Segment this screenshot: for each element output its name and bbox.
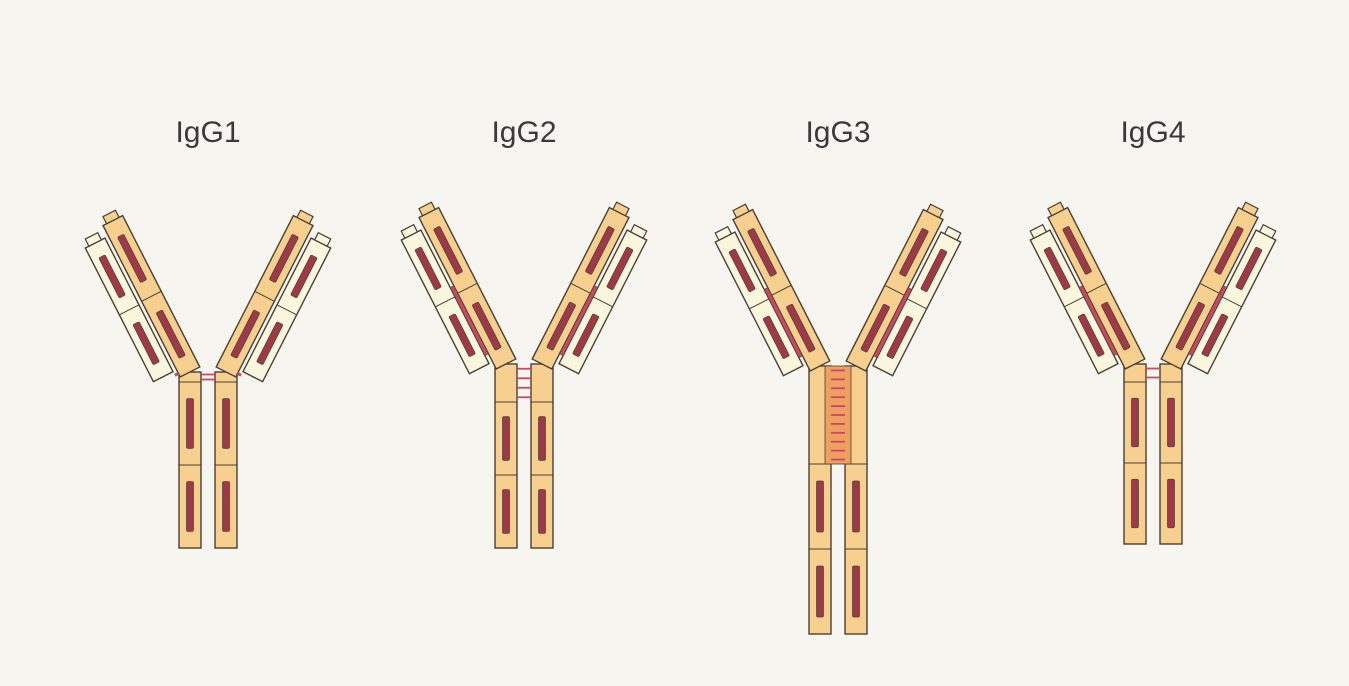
intrachain-disulfide	[817, 566, 824, 617]
subclass-label-igg4: IgG4	[1120, 116, 1185, 149]
intrachain-disulfide	[187, 482, 194, 532]
antibody-igg4	[1021, 200, 1285, 544]
intrachain-disulfide	[223, 399, 230, 449]
intrachain-disulfide	[503, 490, 510, 534]
left-fab-arm	[392, 200, 516, 380]
subclass-label-igg1: IgG1	[175, 116, 240, 149]
intrachain-disulfide	[853, 481, 860, 532]
intrachain-disulfide	[1168, 479, 1175, 528]
antibody-igg1	[76, 208, 340, 548]
intrachain-disulfide	[503, 417, 510, 461]
subclass-label-igg2: IgG2	[491, 116, 556, 149]
intrachain-disulfide	[539, 490, 546, 534]
intrachain-disulfide	[1168, 398, 1175, 447]
heavy-light-disulfide	[175, 373, 179, 375]
left-fab-arm	[76, 208, 200, 388]
intrachain-disulfide	[223, 482, 230, 532]
intrachain-disulfide	[817, 481, 824, 532]
intrachain-disulfide	[1132, 398, 1139, 447]
heavy-light-disulfide	[238, 373, 242, 375]
subclass-label-igg3: IgG3	[805, 116, 870, 149]
right-fab-arm	[1161, 200, 1285, 380]
left-fab-arm	[706, 202, 830, 382]
right-fab-arm	[532, 200, 656, 380]
left-fab-arm	[1021, 200, 1145, 380]
antibody-igg3	[706, 202, 970, 634]
antibody-igg2	[392, 200, 656, 548]
intrachain-disulfide	[539, 417, 546, 461]
intrachain-disulfide	[187, 399, 194, 449]
right-fab-arm	[846, 202, 970, 382]
intrachain-disulfide	[1132, 479, 1139, 528]
right-fab-arm	[216, 208, 340, 388]
intrachain-disulfide	[853, 566, 860, 617]
